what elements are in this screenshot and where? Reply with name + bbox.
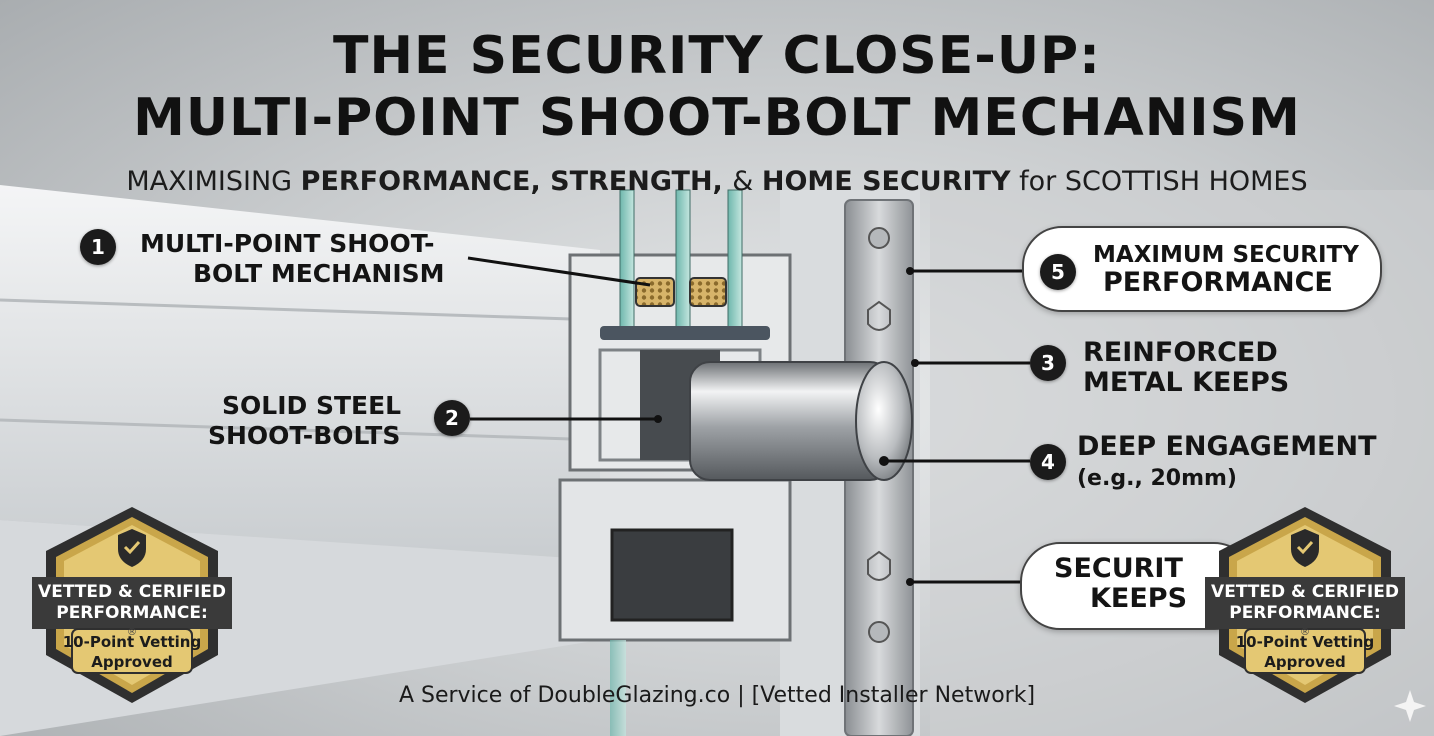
footer-credit: A Service of DoubleGlazing.co | [Vetted … [398,683,1036,708]
glass-pane [619,189,635,331]
badge-shape [32,507,232,703]
subtitle-pre: MAXIMISING [126,166,301,197]
badge-right-line-2: PERFORMANCE: [1229,603,1381,623]
glass-pane [727,189,743,331]
title-line-1: THE SECURITY CLOSE-UP: [333,26,1101,86]
callout-4-line-1: DEEP ENGAGEMENT [1077,431,1377,462]
badge-left-line-3: 10-Point Vetting [62,633,202,651]
badge-left-line-2: PERFORMANCE: [56,603,208,623]
subtitle-post: for SCOTTISH HOMES [1010,166,1308,197]
sparkle-icon [1394,690,1426,722]
badge-right-line-1: VETTED & CERIFIED [1211,582,1399,602]
frame-profile-top [0,185,600,560]
screw-icon [868,227,890,249]
callout-5-line-2: PERFORMANCE [1103,267,1333,298]
callout-2-line-1: SOLID STEEL [222,391,402,420]
subtitle-amp: & [732,166,762,197]
title-line-2: MULTI-POINT SHOOT-BOLT MECHANISM [133,88,1301,148]
callout-1-number: 1 [80,229,116,265]
callout-6-line-1: SECURIT [1054,553,1183,584]
spacer-bar [635,277,675,307]
badge-right-line-4: Approved [1264,653,1346,671]
badge-left-line-1: VETTED & CERIFIED [38,582,226,602]
callout-5-number: 5 [1040,254,1076,290]
badge-left-line-4: Approved [91,653,173,671]
glass-pane [675,189,691,331]
gasket [600,326,770,340]
reinforcement-chamber [610,528,734,622]
callout-3-number: 3 [1030,345,1066,381]
callout-1-line-1: MULTI-POINT SHOOT- [140,229,435,258]
subtitle-bold-2: HOME SECURITY [761,166,1011,197]
callout-1-line-2: BOLT MECHANISM [193,259,445,288]
callout-2-line-2: SHOOT-BOLTS [208,421,401,450]
callout-3-line-2: METAL KEEPS [1083,367,1290,398]
spacer-bar [689,277,727,307]
badge-left-registered-mark: ® [127,627,137,638]
badge-right-line-3: 10-Point Vetting [1235,633,1375,651]
callout-4-number: 4 [1030,444,1066,480]
certification-badge-right: VETTED & CERIFIED PERFORMANCE: 10-Point … [1205,505,1405,705]
shield-emboss-icon [867,550,891,581]
callout-6-line-2: KEEPS [1090,583,1188,614]
subtitle: MAXIMISING PERFORMANCE, STRENGTH, & HOME… [0,166,1434,197]
subtitle-bold-1: PERFORMANCE, STRENGTH, [300,166,733,197]
screw-icon [868,621,890,643]
certification-badge-left: VETTED & CERIFIED PERFORMANCE: 10-Point … [32,505,232,705]
callout-5-line-1: MAXIMUM SECURITY [1093,242,1359,268]
callout-4-line-2: (e.g., 20mm) [1077,466,1237,491]
callout-2-number: 2 [434,400,470,436]
badge-shape [1205,507,1405,703]
callout-5-pill [1022,226,1382,312]
callout-3-line-1: REINFORCED [1083,337,1278,368]
badge-right-registered-mark: ® [1300,627,1310,638]
shield-emboss-icon [867,300,891,331]
bolt-end-cap [855,361,913,481]
